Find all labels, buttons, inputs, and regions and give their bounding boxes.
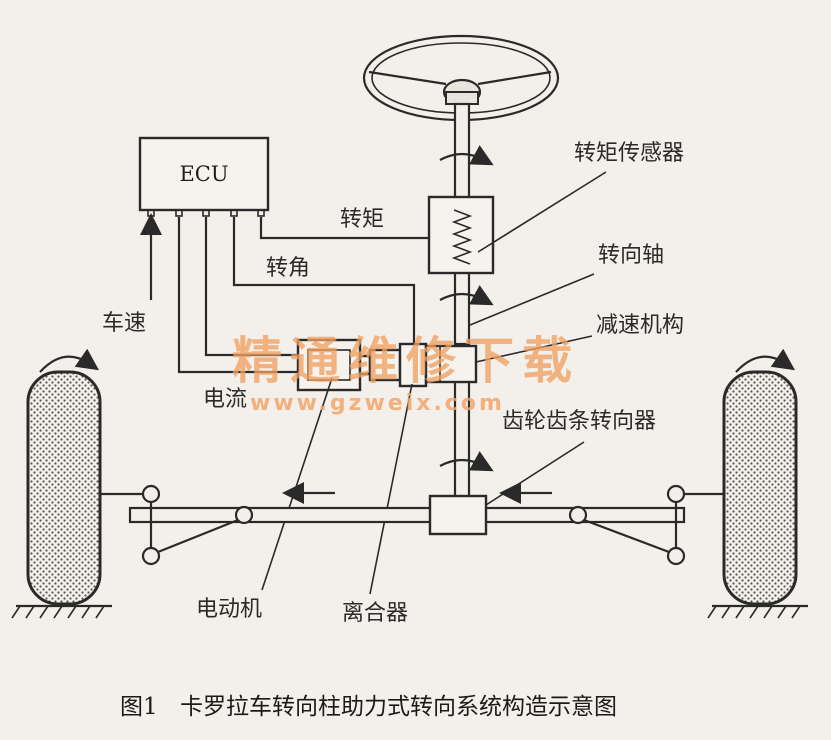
leader-lines	[261, 171, 607, 595]
left-wheel	[11, 348, 112, 619]
figure-number: 图1	[120, 694, 158, 720]
watermark-url: www.gzweix.com	[250, 391, 505, 416]
watermark-title: 精通维修下载	[232, 332, 580, 390]
motor-label: 电动机	[196, 597, 262, 622]
current-label: 电流	[203, 387, 247, 412]
steering-column	[439, 102, 494, 500]
steering-shaft-label: 转向轴	[598, 243, 664, 268]
rack-and-pinion	[100, 482, 724, 566]
reduction-mechanism-label: 减速机构	[596, 313, 684, 338]
clutch-label: 离合器	[342, 601, 408, 626]
torque-sensor-label: 转矩传感器	[574, 141, 684, 166]
signal-wires	[140, 213, 429, 374]
ecu-box: ECU	[138, 136, 270, 217]
rack-pinion-label: 齿轮齿条转向器	[502, 409, 656, 434]
right-wheel	[707, 348, 808, 619]
vehicle-speed-label: 车速	[102, 311, 146, 336]
figure-caption: 卡罗拉车转向柱助力式转向系统构造示意图	[180, 694, 617, 720]
ecu-label: ECU	[179, 162, 228, 186]
angle-signal-label: 转角	[266, 256, 310, 281]
torque-signal-label: 转矩	[340, 207, 384, 232]
motor-assembly	[296, 338, 478, 392]
torque-sensor	[427, 195, 495, 275]
